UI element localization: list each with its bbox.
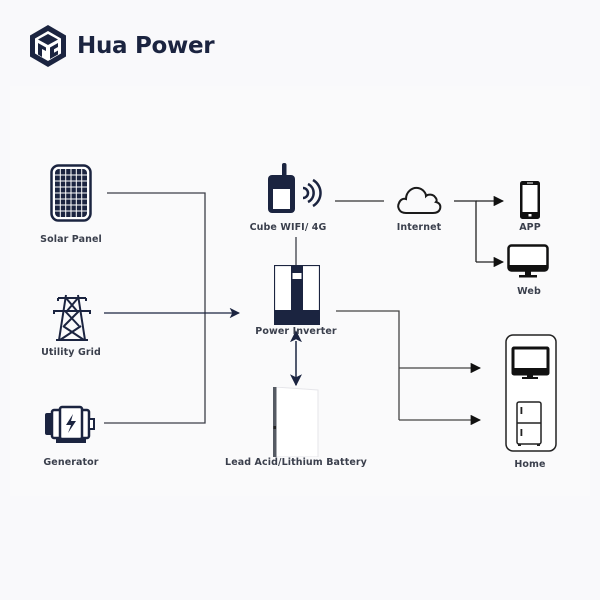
- hexagon-cube-logo-icon: [30, 25, 66, 67]
- monitor-icon: [507, 244, 549, 278]
- app-label: APP: [519, 222, 541, 233]
- solar-label: Solar Panel: [40, 234, 102, 245]
- monitor-label: Cube WIFI/ 4G: [249, 222, 327, 233]
- line-inverter-to-home: [336, 310, 400, 420]
- node-app[interactable]: [519, 180, 541, 224]
- node-generator[interactable]: [43, 405, 99, 449]
- internet-label: Internet: [396, 222, 442, 233]
- wifi-dongle-icon: [268, 163, 322, 213]
- battery-label: Lead Acid/Lithium Battery: [225, 457, 367, 468]
- home-label: Home: [514, 459, 546, 470]
- brand-name: Hua Power: [77, 33, 215, 59]
- solar-panel-icon: [50, 164, 92, 222]
- generator-icon: [45, 405, 95, 443]
- brand-logo: Hua Power: [28, 24, 215, 68]
- node-grid[interactable]: [52, 294, 92, 346]
- smartphone-icon: [520, 181, 540, 219]
- transmission-tower-icon: [53, 294, 91, 341]
- home-appliances-icon: [505, 334, 557, 452]
- line-cloud-split: [454, 200, 477, 262]
- grid-label: Utility Grid: [41, 347, 101, 358]
- battery-icon: [273, 386, 319, 458]
- web-label: Web: [517, 286, 541, 297]
- node-inverter[interactable]: [273, 264, 321, 329]
- node-cloud[interactable]: [395, 184, 443, 220]
- node-solar[interactable]: [50, 164, 92, 226]
- cloud-icon: [397, 186, 442, 214]
- node-monitor[interactable]: [266, 163, 322, 219]
- generator-label: Generator: [43, 457, 99, 468]
- node-battery[interactable]: [272, 386, 320, 461]
- node-web[interactable]: [507, 244, 549, 284]
- node-home[interactable]: [505, 334, 557, 456]
- line-solar-to-bus: [104, 192, 206, 424]
- inverter-label: Power Inverter: [255, 326, 337, 337]
- inverter-icon: [273, 264, 321, 326]
